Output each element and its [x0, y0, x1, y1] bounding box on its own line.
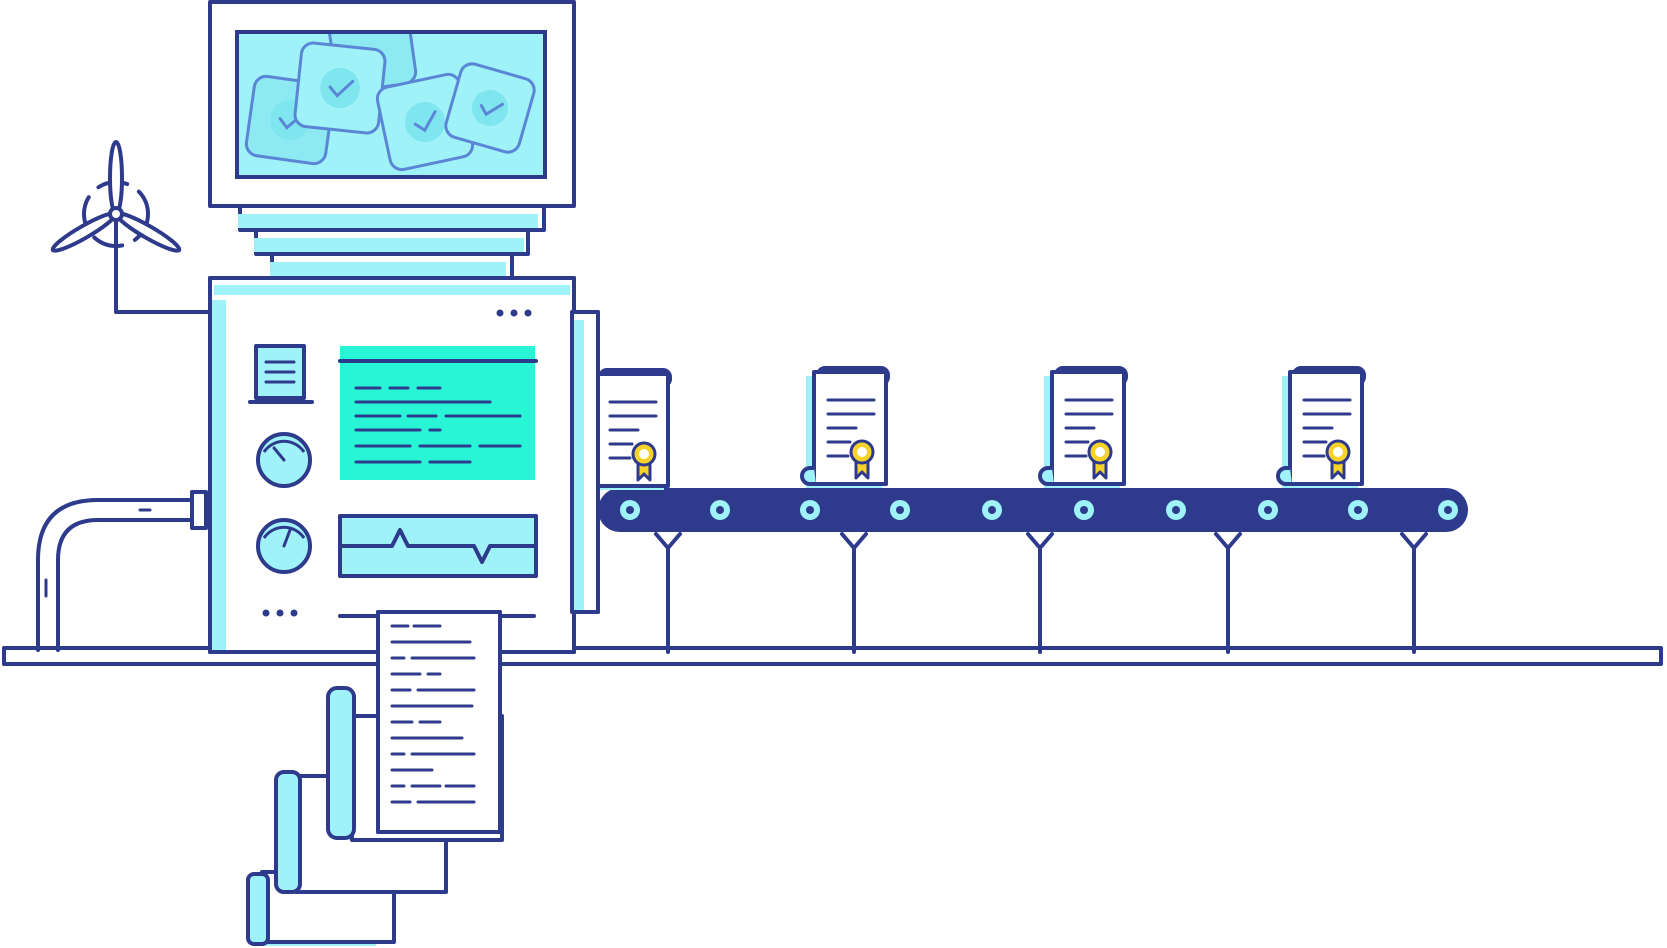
conveyor-belt [598, 488, 1468, 654]
text-panel [338, 346, 538, 480]
conveyor-roller-icon [1074, 500, 1094, 520]
conveyor-roller-icon [982, 500, 1002, 520]
conveyor-roller-icon [710, 500, 730, 520]
gauge-icon [256, 432, 312, 488]
certificate-icon [800, 366, 890, 490]
machine-neck [238, 204, 546, 280]
wind-turbine-icon [50, 140, 210, 314]
conveyor-roller-icon [1348, 500, 1368, 520]
printed-paper-stack [246, 610, 504, 946]
checkmark-tile-icon [375, 72, 475, 172]
conveyor-roller-icon [620, 500, 640, 520]
pipe [36, 490, 208, 652]
conveyor-roller-icon [1166, 500, 1186, 520]
conveyor-roller-icon [1438, 500, 1458, 520]
checkmark-tile-icon [444, 62, 536, 154]
conveyor-roller-icon [800, 500, 820, 520]
conveyor-roller-icon [1258, 500, 1278, 520]
waveform-icon [338, 514, 538, 618]
gauge-icon [256, 518, 312, 574]
certificate-icon [1276, 366, 1366, 490]
document-icon [248, 344, 314, 404]
machine-body [208, 276, 600, 654]
checkmark-tile-icon [293, 41, 387, 135]
monitor [208, 0, 576, 208]
certificate-icon [1038, 366, 1128, 490]
conveyor-roller-icon [890, 500, 910, 520]
